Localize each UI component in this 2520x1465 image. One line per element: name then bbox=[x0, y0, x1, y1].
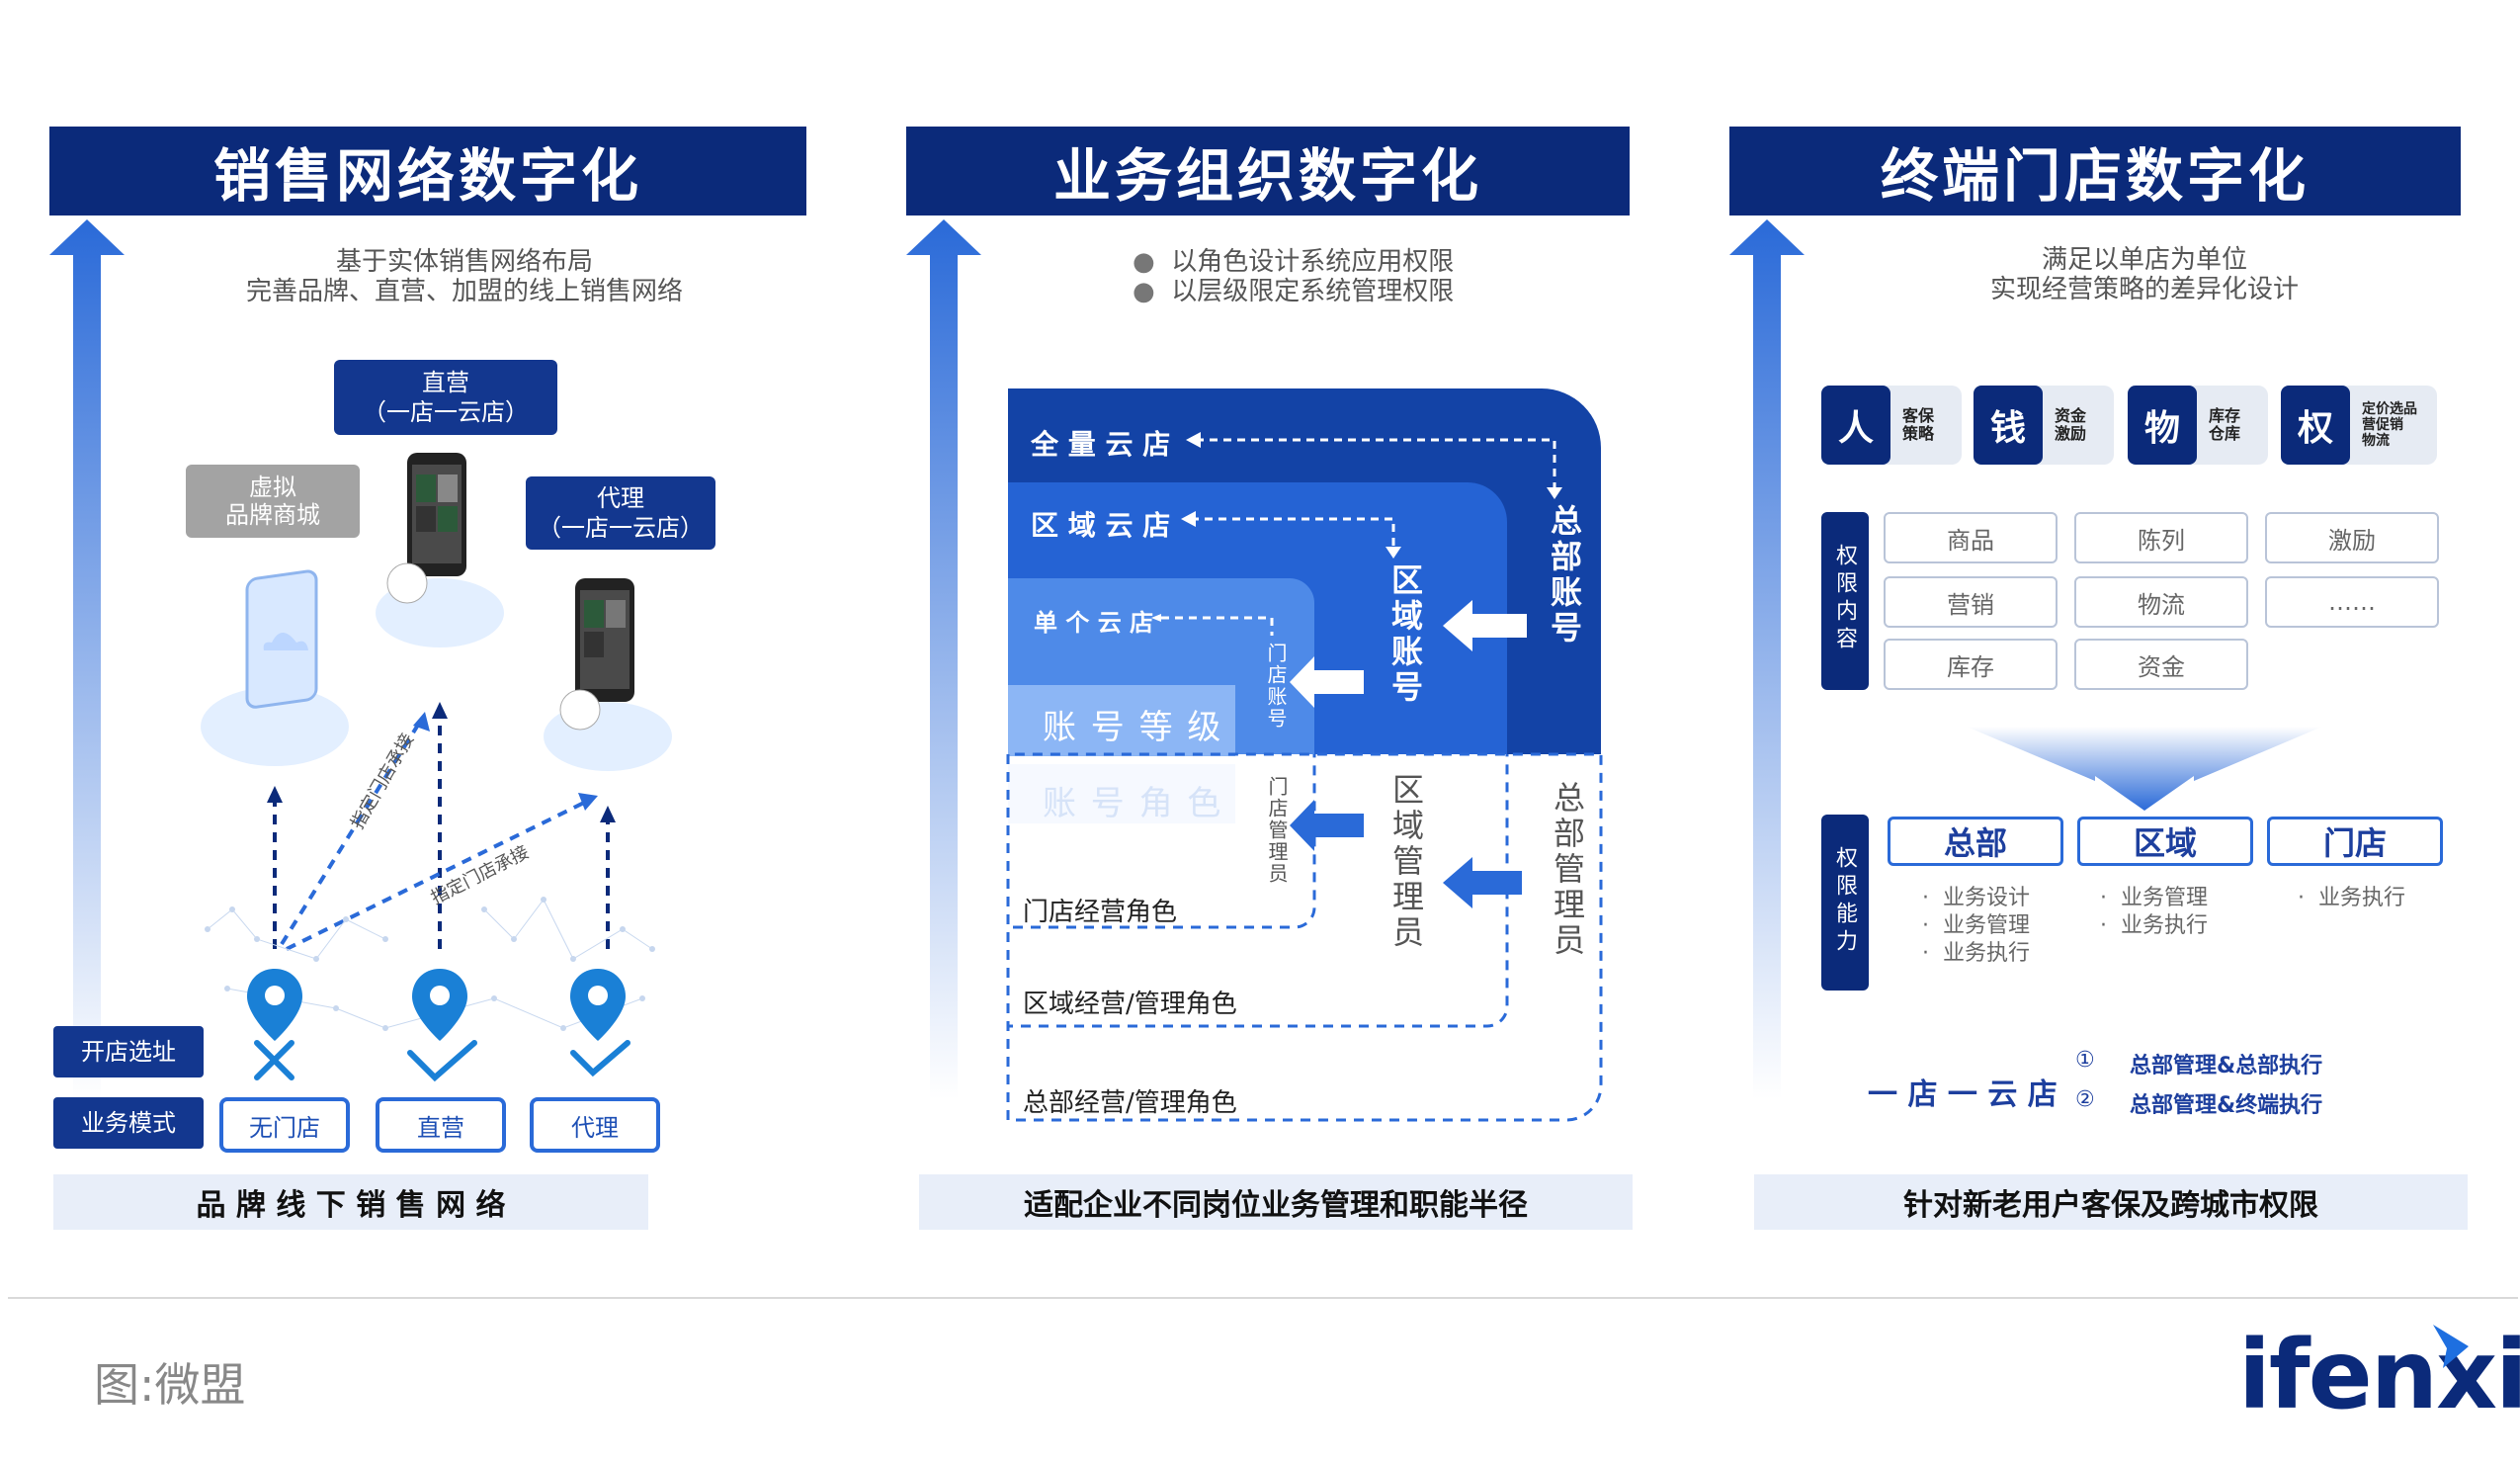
network-illustration: 指定门店承接 指定门店承接 bbox=[201, 453, 672, 1082]
content-cell: 商品 bbox=[1884, 512, 2058, 563]
mode-agent: 代理 bbox=[530, 1097, 660, 1153]
role-store: 门店经营角色 bbox=[1023, 898, 1178, 927]
store-admin: 门店管理员 bbox=[1265, 776, 1289, 885]
down-arrow-icon bbox=[1967, 727, 2322, 811]
up-arrow-icon bbox=[1729, 219, 1805, 1099]
pill-money: 钱 资金激励 bbox=[1974, 386, 2114, 465]
location-pin-icon bbox=[247, 969, 302, 1041]
cap-store: 门店 bbox=[2267, 817, 2443, 866]
up-arrow-icon bbox=[49, 219, 125, 1099]
region-admin: 区域管理员 bbox=[1387, 773, 1425, 951]
role-hq: 总部经营/管理角色 bbox=[1023, 1088, 1237, 1118]
cap-hq-list: · 业务设计 · 业务管理 · 业务执行 bbox=[1922, 886, 2030, 966]
panel3-title: 终端门店数字化 bbox=[1729, 127, 2461, 215]
content-cell: 激励 bbox=[2265, 512, 2439, 563]
panel1-title: 销售网络数字化 bbox=[49, 127, 806, 215]
daili-box: 代理（一店一云店） bbox=[526, 476, 715, 550]
store-account: 门店账号 bbox=[1264, 643, 1288, 730]
content-cell: 营销 bbox=[1884, 576, 2058, 628]
account-level: 账 号 等 级 bbox=[1043, 708, 1223, 747]
quanliang-cloud: 全 量 云 店 bbox=[1031, 428, 1171, 461]
option-2: 总部管理&终端执行 bbox=[2130, 1093, 2323, 1118]
panel2-bullets: ● 以角色设计系统应用权限 ● 以层级限定系统管理权限 bbox=[1133, 247, 1455, 306]
pill-people: 人 客保策略 bbox=[1821, 386, 1962, 465]
dange-cloud: 单 个 云 店 bbox=[1034, 609, 1154, 637]
role-region: 区域经营/管理角色 bbox=[1023, 990, 1237, 1019]
panel1-subtitle: 基于实体销售网络布局 完善品牌、直营、加盟的线上销售网络 bbox=[245, 247, 683, 306]
virtual-mall-box: 虚拟品牌商城 bbox=[186, 465, 360, 538]
left-arrow-icon bbox=[1290, 800, 1522, 908]
content-cell: …… bbox=[2265, 576, 2439, 628]
label-site: 开店选址 bbox=[53, 1026, 204, 1077]
check-icon bbox=[570, 1040, 630, 1077]
location-pin-icon bbox=[570, 969, 626, 1041]
pill-rights: 权 定价选品营促销物流 bbox=[2281, 386, 2437, 465]
virtual-phone-icon bbox=[245, 569, 318, 709]
mode-none: 无门店 bbox=[219, 1097, 350, 1153]
account-role: 账 号 角 色 bbox=[1043, 784, 1223, 823]
panel2-title: 业务组织数字化 bbox=[906, 127, 1630, 215]
hq-admin: 总部管理员 bbox=[1549, 781, 1586, 959]
quanxian-neirong-bar bbox=[1821, 512, 1869, 690]
phone-zhiying-icon bbox=[386, 453, 466, 604]
left-arrow-icon bbox=[1290, 600, 1527, 708]
cap-hq: 总部 bbox=[1888, 817, 2063, 866]
check-icon bbox=[407, 1040, 477, 1082]
panel3-footer: 针对新老用户客保及跨城市权限 bbox=[1754, 1174, 2468, 1230]
label-mode: 业务模式 bbox=[53, 1097, 204, 1149]
pill-goods: 物 库存仓库 bbox=[2128, 386, 2268, 465]
panel1-footer: 品 牌 线 下 销 售 网 络 bbox=[53, 1174, 648, 1230]
content-cell: 陈列 bbox=[2074, 512, 2248, 563]
option-num-1: ① bbox=[2075, 1048, 2095, 1073]
ifenxi-logo: ifenxi bbox=[2238, 1320, 2520, 1430]
quanxian-neirong: 权限内容 bbox=[1832, 544, 1857, 654]
diag-label-1: 指定门店承接 bbox=[347, 730, 418, 832]
cap-region: 区域 bbox=[2077, 817, 2253, 866]
content-cell: 资金 bbox=[2074, 639, 2248, 690]
quanxian-nengli-bar bbox=[1821, 815, 1869, 991]
cap-store-list: · 业务执行 bbox=[2298, 886, 2405, 910]
mode-direct: 直营 bbox=[376, 1097, 506, 1153]
quyu-cloud: 区 域 云 店 bbox=[1031, 509, 1171, 542]
logo-arrow-icon bbox=[2433, 1325, 2469, 1368]
phone-daili-icon bbox=[559, 578, 634, 731]
region-account: 区域账号 bbox=[1386, 563, 1424, 706]
option-num-2: ② bbox=[2075, 1087, 2095, 1112]
source-text: 图:微盟 bbox=[94, 1358, 246, 1412]
content-cell: 物流 bbox=[2074, 576, 2248, 628]
up-arrow-icon bbox=[906, 219, 981, 1099]
panel3-subtitle: 满足以单店为单位 实现经营策略的差异化设计 bbox=[1989, 245, 2299, 304]
cap-region-list: · 业务管理 · 业务执行 bbox=[2100, 886, 2208, 938]
hq-account: 总部账号 bbox=[1546, 504, 1583, 646]
quanxian-nengli: 权限能力 bbox=[1832, 846, 1857, 957]
panel2-footer: 适配企业不同岗位业务管理和职能半径 bbox=[919, 1174, 1633, 1230]
content-cell: 库存 bbox=[1884, 639, 2058, 690]
zhiying-box: 直营（一店一云店） bbox=[334, 360, 557, 435]
divider bbox=[8, 1297, 2518, 1299]
location-pin-icon bbox=[412, 969, 467, 1041]
option-1: 总部管理&总部执行 bbox=[2130, 1054, 2323, 1078]
one-store-cloud: 一 店 一 云 店 bbox=[1868, 1077, 2058, 1112]
org-hierarchy-diagram bbox=[1006, 388, 1603, 1122]
